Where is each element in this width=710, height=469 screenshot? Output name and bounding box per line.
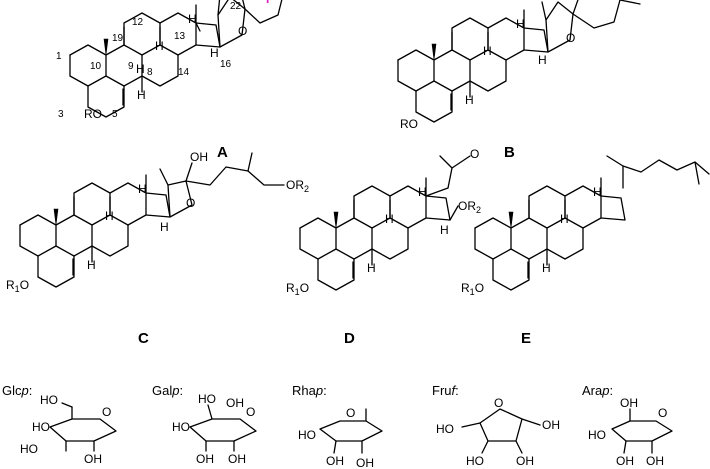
sugar-galp: Galp: HO HO OH OH OH O [152, 383, 257, 466]
svg-text:O: O [494, 396, 503, 410]
carbon-number: 3 [58, 109, 64, 120]
h-label: H [483, 44, 492, 58]
svg-text:HO: HO [588, 428, 606, 442]
carbon-number: 10 [90, 61, 102, 72]
hydroxyl-label: OH [190, 150, 208, 164]
sugar-name-arap: Arap: [582, 383, 613, 398]
h-label: H [367, 261, 376, 275]
compound-label-B: B [504, 144, 515, 161]
sugar-name-galp: Galp: [152, 383, 183, 398]
h-label: H [87, 258, 96, 272]
carbon-number: 18 [200, 0, 212, 3]
svg-text:OH: OH [646, 454, 664, 468]
ro-group-A: RO [84, 107, 102, 121]
compound-D: R1O O OR2 H H H H D [286, 147, 481, 347]
svg-text:HO: HO [172, 420, 190, 434]
h-label: H [210, 46, 219, 60]
h-label: H [465, 93, 474, 107]
carbon-number: 22 [230, 1, 242, 12]
svg-text:OH: OH [616, 454, 634, 468]
sugar-arap: Arap: OH HO OH OH O [582, 383, 673, 468]
h-label: H [418, 185, 427, 199]
sugar-name-glcp: Glcp: [2, 383, 32, 398]
h-label: H [385, 212, 394, 226]
sugar-name-rhap: Rhap: [292, 383, 327, 398]
svg-text:OH: OH [228, 452, 246, 466]
r1o-group-E: R1O [461, 281, 484, 297]
carbon-number: 12 [132, 17, 144, 28]
svg-text:OH: OH [226, 396, 244, 410]
compound-label-D: D [344, 330, 355, 347]
compound-B: RO O O H H H H B [397, 0, 641, 161]
compound-A: RO O O F H H H H H 1 3 5 8 9 10 12 13 14… [56, 0, 283, 161]
compound-label-C: C [138, 330, 149, 347]
ring-o-label: O [238, 24, 247, 38]
svg-text:OH: OH [516, 454, 534, 468]
compound-label-E: E [521, 330, 531, 347]
carbon-number: 19 [112, 33, 124, 44]
sugar-name-fruf: Fruf: [432, 383, 459, 398]
carbon-number: 1 [56, 51, 62, 62]
svg-text:HO: HO [20, 442, 38, 456]
h-label: H [538, 53, 547, 67]
carbon-number: 16 [220, 59, 232, 70]
sugar-fruf: Fruf: HO OH HO OH O [432, 383, 560, 468]
svg-text:HO: HO [40, 393, 58, 407]
h-label: H [188, 12, 197, 26]
h-label: H [560, 212, 569, 226]
compound-E: R1O OR2 H H H E [461, 155, 710, 347]
ketone-o-label: O [470, 147, 479, 161]
svg-text:HO: HO [32, 420, 50, 434]
svg-text:O: O [658, 406, 667, 420]
svg-text:OH: OH [620, 396, 638, 410]
svg-text:OH: OH [196, 452, 214, 466]
h-label: H [593, 185, 602, 199]
carbon-number: 5 [112, 109, 118, 120]
h-label: H [516, 17, 525, 31]
ring-o-label: O [566, 31, 575, 45]
svg-text:O: O [246, 405, 255, 419]
ring-o-label: O [186, 196, 195, 210]
svg-text:HO: HO [466, 454, 484, 468]
h-label: H [136, 62, 145, 76]
svg-text:O: O [102, 405, 111, 419]
h-label: H [105, 209, 114, 223]
r1o-group-C: R1O [6, 278, 29, 294]
h-label: H [542, 261, 551, 275]
sugar-glcp: Glcp: HO HO HO OH O [2, 383, 117, 466]
svg-text:OH: OH [326, 454, 344, 468]
or2-group-C: OR2 [286, 178, 309, 194]
r1o-group-D: R1O [286, 281, 309, 297]
svg-text:OH: OH [84, 452, 102, 466]
carbon-number: 8 [147, 67, 153, 78]
carbon-number: 9 [128, 61, 134, 72]
ro-group-B: RO [400, 117, 418, 131]
h-label: H [440, 223, 449, 237]
svg-text:OH: OH [542, 418, 560, 432]
compound-C: R1O O OH OR2 H H H H C [6, 150, 309, 347]
svg-text:OH: OH [356, 456, 374, 469]
or2-group-D: OR2 [458, 199, 481, 215]
sugar-rhap: Rhap: HO OH OH O [292, 383, 383, 469]
h-label: H [155, 39, 164, 53]
svg-text:HO: HO [198, 392, 216, 406]
svg-text:O: O [346, 406, 355, 420]
compound-label-A: A [217, 144, 228, 161]
carbon-number: 14 [178, 67, 190, 78]
h-label: H [138, 182, 147, 196]
svg-text:HO: HO [436, 422, 454, 436]
svg-text:HO: HO [298, 428, 316, 442]
h-label: H [160, 220, 169, 234]
carbon-number: 13 [174, 31, 186, 42]
ring-F-label: F [266, 0, 273, 6]
h-label: H [137, 88, 146, 102]
